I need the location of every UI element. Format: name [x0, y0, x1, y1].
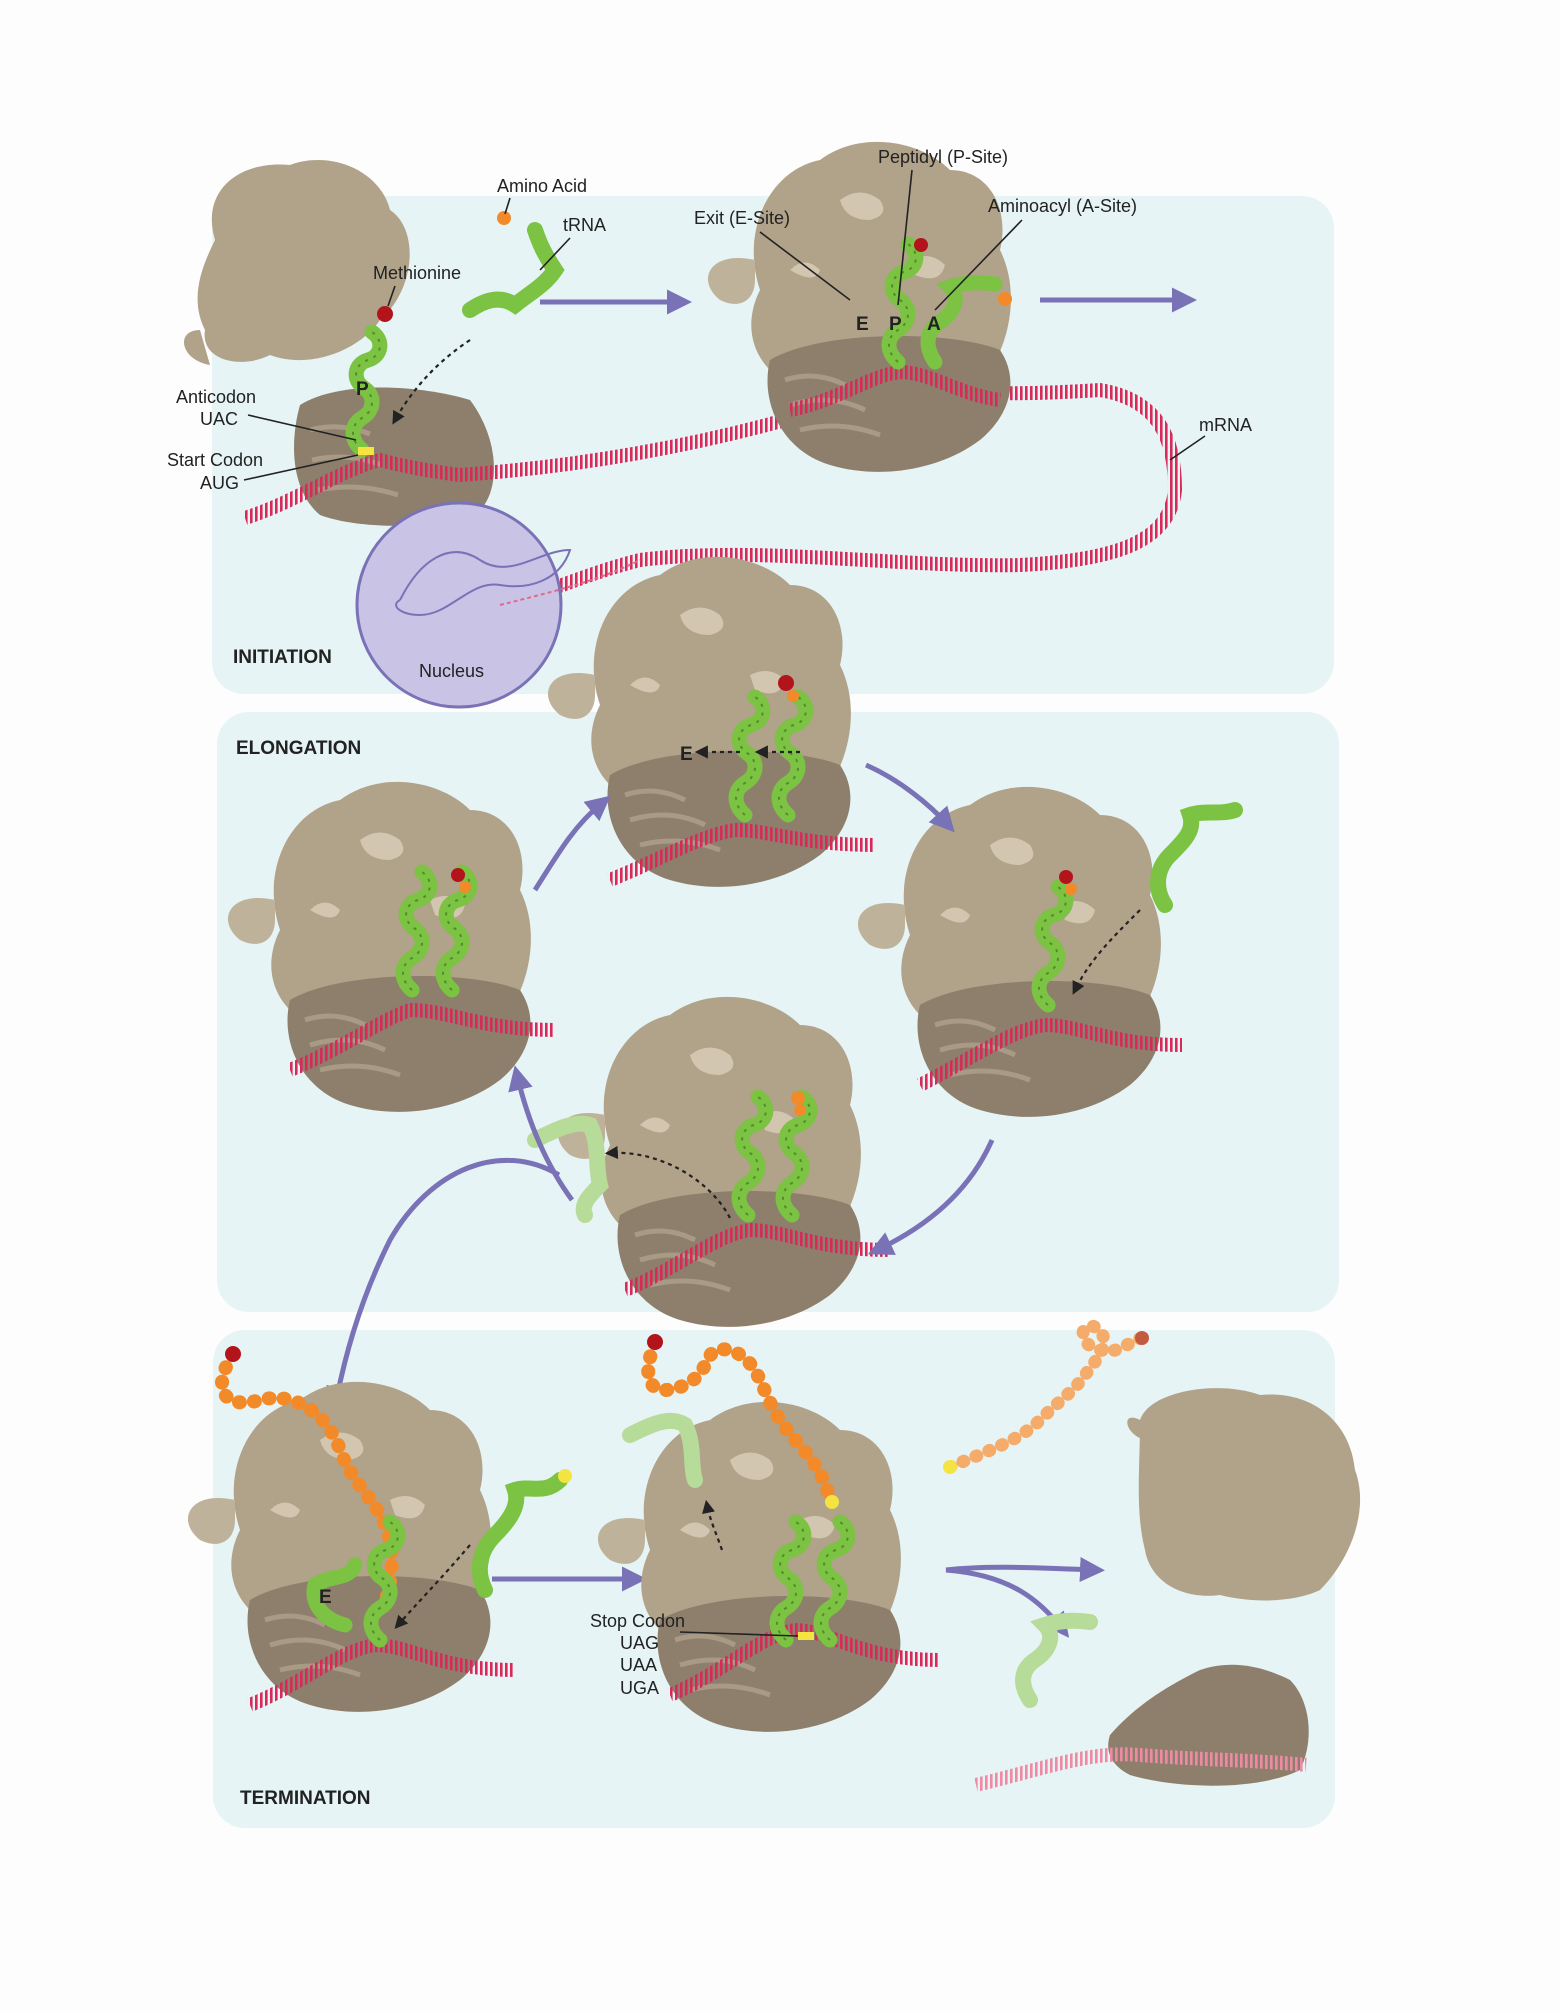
cycle-arrow-top-to-right	[864, 762, 955, 833]
termination-e-letter: E	[319, 1587, 332, 1608]
large-subunit-free	[197, 160, 410, 362]
a-site-amino-acid	[998, 292, 1012, 306]
methionine-leader	[387, 285, 396, 307]
released-mrna	[974, 1747, 1307, 1792]
initiation-p-letter: P	[356, 379, 369, 400]
termination-title: TERMINATION	[240, 1788, 371, 1809]
methionine-label: Methionine	[373, 263, 461, 283]
p-site-methionine	[914, 238, 928, 252]
elongation-leaving-trna	[527, 1115, 609, 1223]
start-codon-label: Start Codon	[167, 450, 263, 470]
elongation-mrna-bottom	[622, 1222, 891, 1297]
polypeptide-left-methionine	[225, 1346, 241, 1362]
elongation-left-amino-acid	[459, 881, 471, 893]
cycle-arrow-left-to-top	[532, 795, 611, 892]
trna-label: tRNA	[563, 215, 606, 235]
exit-site-label: Exit (E-Site)	[694, 208, 790, 228]
methionine	[377, 306, 393, 322]
released-large-subunit	[1138, 1388, 1361, 1601]
e-site-letter: E	[856, 314, 869, 335]
polypeptide-middle-methionine	[647, 1334, 663, 1350]
peptidyl-site-leader	[897, 169, 913, 306]
cycle-arrow-right-to-bottom	[867, 1138, 995, 1255]
amino-acid-label: Amino Acid	[497, 176, 587, 196]
elongation-mrna-top	[607, 822, 876, 887]
polypeptide-middle	[641, 1335, 837, 1507]
amino-acid	[497, 211, 511, 225]
p-site-letter: P	[889, 314, 902, 335]
aminoacyl-site-label: Aminoacyl (A-Site)	[988, 196, 1137, 216]
trna-entry-arrow	[392, 339, 471, 425]
stop-codon-uga: UGA	[620, 1678, 659, 1698]
elongation-title: ELONGATION	[236, 738, 361, 759]
released-polypeptide	[943, 1319, 1149, 1474]
termination-middle-release-factor	[825, 1495, 839, 1509]
elongation-mrna-left	[287, 1002, 556, 1077]
stop-codon-leader	[679, 1631, 799, 1637]
released-polypeptide-methionine	[1135, 1331, 1149, 1345]
initiation-title: INITIATION	[233, 647, 332, 668]
anticodon-leader	[247, 414, 357, 441]
elongation-top-methionine	[778, 675, 794, 691]
stop-codon-uaa: UAA	[620, 1655, 657, 1675]
elongation-bottom-amino-acid	[794, 1104, 806, 1116]
termination-trna-exit	[702, 1499, 724, 1551]
anticodon-seq: UAC	[200, 409, 238, 429]
termination-mrna-middle	[667, 1622, 941, 1702]
trna-leader	[539, 237, 571, 271]
elongation-incoming-trna	[1150, 802, 1243, 913]
elongation-right-amino-acid	[1065, 883, 1077, 895]
elongation-left-methionine	[451, 868, 465, 882]
termination-e-trna	[306, 1557, 363, 1633]
mrna-leader	[1169, 435, 1206, 461]
mrna-strand	[242, 374, 1183, 612]
start-codon-seq: AUG	[200, 473, 239, 493]
dna-strand	[395, 548, 572, 617]
release-factor-entry	[394, 1544, 471, 1629]
transition-arrow-to-termination	[326, 1157, 561, 1412]
a-site-letter: A	[927, 314, 941, 335]
start-codon-leader	[243, 454, 359, 481]
a-site-trna	[920, 275, 1003, 370]
released-release-factor	[943, 1460, 957, 1474]
amino-acid-leader	[504, 197, 511, 215]
termination-middle-leaving-trna	[622, 1412, 703, 1488]
nucleus-label: Nucleus	[419, 661, 484, 681]
peptidyl-site-label: Peptidyl (P-Site)	[878, 147, 1008, 167]
elongation-e-letter: E	[680, 744, 693, 765]
large-subunit-lobe	[183, 330, 210, 365]
mrna-label: mRNA	[1199, 415, 1252, 435]
release-factor	[558, 1469, 572, 1483]
elongation-top-amino-acid	[787, 690, 799, 702]
elongation-mrna-right	[916, 1017, 1183, 1092]
elongation-bottom-methionine	[791, 1091, 805, 1105]
released-large-subunit-lobe	[1127, 1417, 1145, 1440]
elongation-right-methionine	[1059, 870, 1073, 884]
released-trna	[1015, 1612, 1098, 1708]
incoming-trna	[462, 222, 565, 318]
aminoacyl-site-leader	[934, 219, 1023, 311]
start-codon-highlight	[358, 447, 374, 455]
stop-codon-highlight	[798, 1632, 814, 1640]
mrna-exit-dotted	[499, 559, 641, 606]
exit-site-leader	[759, 231, 851, 301]
mrna-under-assembled	[788, 364, 1002, 417]
stop-codon-label: Stop Codon	[590, 1611, 685, 1631]
release-factor-trna	[471, 1472, 568, 1598]
cycle-arrow-bottom-to-left	[508, 1065, 575, 1202]
stop-codon-uag: UAG	[620, 1633, 659, 1653]
anticodon-label: Anticodon	[176, 387, 256, 407]
termination-arrow-release	[945, 1556, 1105, 1582]
nucleus	[355, 501, 563, 709]
